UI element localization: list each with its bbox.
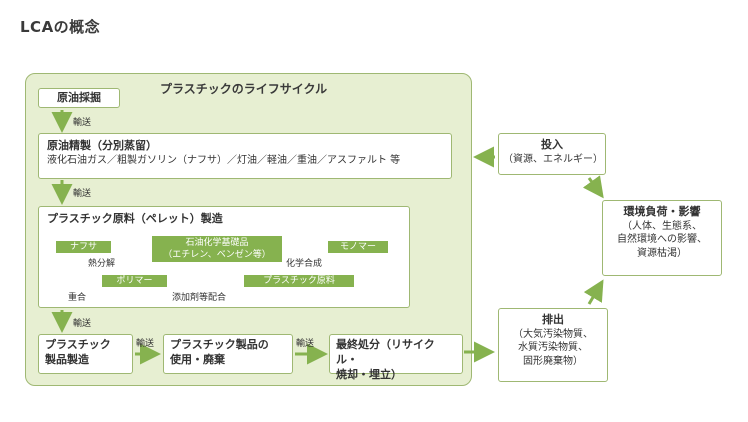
input-detail: （資源、エネルギー） (503, 153, 603, 165)
crude-extraction-box: 原油採掘 (38, 88, 120, 108)
impact-box: 環境負荷・影響 （人体、生態系、 自然環境への影響、 資源枯渇） (602, 200, 722, 276)
refining-title: 原油精製（分別蒸留） (47, 139, 157, 152)
naphtha-bar: ナフサ (56, 241, 111, 253)
monomer-bar: モノマー (328, 241, 388, 253)
output-title: 排出 (542, 313, 564, 326)
refining-products: 液化石油ガス／粗製ガソリン（ナフサ）／灯油／軽油／重油／アスファルト 等 (47, 154, 401, 166)
raw-material-title: プラスチック原料（ペレット）製造 (47, 212, 223, 225)
output-box: 排出 （大気汚染物質、 水質汚染物質、 固形廃棄物） (498, 308, 608, 382)
petrochemical-bar: 石油化学基礎品 （エチレン、ベンゼン等） (152, 236, 282, 262)
transport-label-4: 輸送 (136, 339, 155, 349)
polymer-bar: ポリマー (102, 275, 167, 287)
additive-blending-label: 添加剤等配合 (172, 293, 227, 303)
polymerization-label: 重合 (68, 293, 87, 303)
product-use-box: プラスチック製品の 使用・廃棄 (163, 334, 293, 374)
final-disposal-box: 最終処分（リサイクル・ 焼却・埋立） (329, 334, 463, 381)
arrow-output-to-impact (583, 279, 604, 305)
crude-extraction-label: 原油採掘 (57, 91, 101, 104)
page-title: LCAの概念 (20, 18, 101, 36)
raw-material-box: プラスチック原料（ペレット）製造 (38, 206, 410, 308)
output-detail: （大気汚染物質、 水質汚染物質、 固形廃棄物） (513, 328, 593, 367)
impact-detail: （人体、生態系、 自然環境への影響、 資源枯渇） (617, 220, 707, 259)
plastic-raw-material-bar: プラスチック原料 (244, 275, 354, 287)
transport-label-5: 輸送 (296, 339, 315, 349)
impact-title: 環境負荷・影響 (623, 205, 701, 218)
transport-label-1: 輸送 (73, 118, 92, 128)
lifecycle-title: プラスチックのライフサイクル (160, 82, 328, 96)
product-manufacturing-box: プラスチック 製品製造 (38, 334, 133, 374)
input-title: 投入 (541, 138, 563, 151)
transport-label-3: 輸送 (73, 319, 92, 329)
refining-box: 原油精製（分別蒸留） 液化石油ガス／粗製ガソリン（ナフサ）／灯油／軽油／重油／ア… (38, 133, 452, 179)
input-box: 投入 （資源、エネルギー） (498, 133, 606, 175)
petrochemical-line1: 石油化学基礎品 (185, 238, 249, 248)
transport-label-2: 輸送 (73, 189, 92, 199)
chemical-synthesis-label: 化学合成 (286, 259, 323, 269)
arrow-input-to-impact (582, 175, 604, 199)
petrochemical-line2: （エチレン、ベンゼン等） (163, 250, 271, 260)
thermal-cracking-label: 熱分解 (88, 259, 116, 269)
